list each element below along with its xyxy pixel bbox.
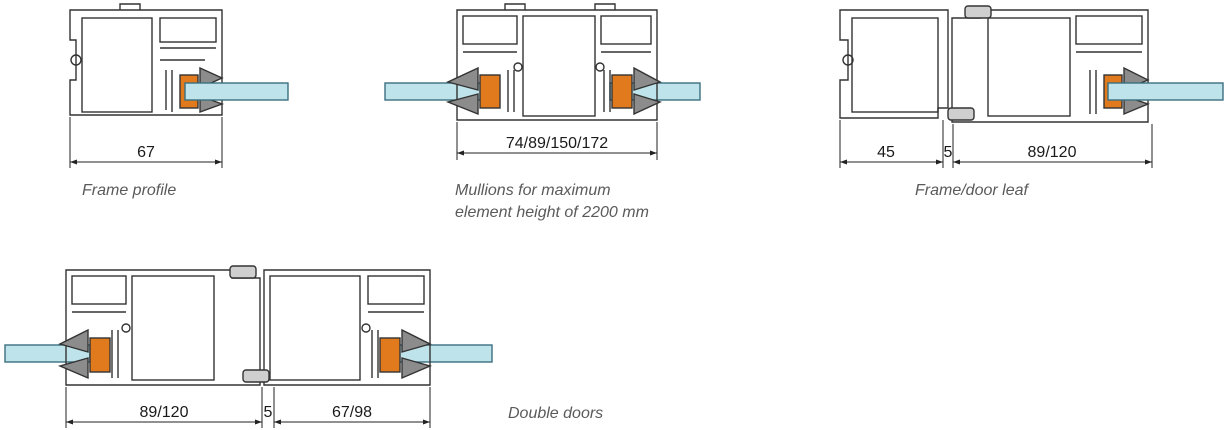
caption-line: element height of 2200 mm [455,204,649,221]
leaf-chamber [71,275,127,305]
caption-mullions: Mullions for maximum element height of 2… [455,180,649,224]
caption-line: Mullions for maximum [455,182,611,199]
caption-line: Frame/door leaf [915,182,1028,199]
screw-port [513,62,523,72]
mullion-chamber [522,15,596,117]
caption-line: Double doors [508,405,604,422]
frame-chamber [851,17,939,113]
glass-pane [184,82,289,101]
dimension-label: 74/89/150/172 [506,135,608,152]
screw-port [595,62,605,72]
mullion-drawing [384,3,701,121]
screw-port [121,323,131,333]
gasket [479,74,501,109]
dimension-label: 5 [264,404,273,421]
screw-port [842,54,854,66]
glass-pane [1107,82,1224,101]
frame-chamber [159,17,217,43]
dimension-label: 67/98 [332,404,372,421]
door-seal [947,107,975,121]
leaf-inner-wall [72,311,126,378]
dimension-label: 5 [944,144,953,161]
leaf-inner-wall [368,311,424,378]
frame-door-leaf-dimension [839,120,1153,168]
mullion-notch [504,3,616,10]
leaf-chamber [987,17,1071,117]
glazing-seal [445,66,479,116]
glazing-seal [57,328,89,380]
leaf-inner-wall [1076,51,1142,114]
door-seal [229,265,257,279]
leaf-chamber [367,275,425,305]
caption-double-doors: Double doors [508,403,603,425]
glazing-seal [633,66,662,116]
frame-outline [69,9,223,116]
caption-line: Frame profile [82,182,177,199]
leaf-chamber [269,275,361,381]
frame-profile-dimension [69,117,223,168]
frame-profile-drawing [69,3,289,116]
leaf-chamber [131,275,215,381]
mullion-chamber [462,15,518,45]
screw-port [70,54,82,66]
dimension-label: 67 [137,144,155,161]
gasket [611,74,633,109]
door-seal [242,369,270,383]
dimension-label: 45 [877,144,895,161]
caption-frame-profile: Frame profile [82,180,176,202]
glazing-seal [401,328,433,380]
gasket [379,337,401,373]
frame-door-leaf-drawing [839,5,1224,123]
glass-pane [384,344,493,363]
mullion-chamber [600,15,652,45]
double-doors-dimension [65,387,431,428]
frame-outline [839,9,949,119]
double-doors-drawing [4,265,493,386]
right-leaf-outline [263,269,431,386]
frame-notch [119,3,141,10]
leaf-chamber [1075,15,1143,45]
gasket [89,337,111,373]
mullion-inner-wall [463,51,651,112]
mullion-dimension [456,122,658,160]
frame-chamber [81,17,153,113]
frame-inner-wall [160,47,216,112]
dimension-label: 89/120 [140,404,189,421]
dimension-label: 89/120 [1028,144,1077,161]
screw-port [361,323,371,333]
caption-frame-door-leaf: Frame/door leaf [915,180,1028,202]
door-seal [964,5,992,19]
